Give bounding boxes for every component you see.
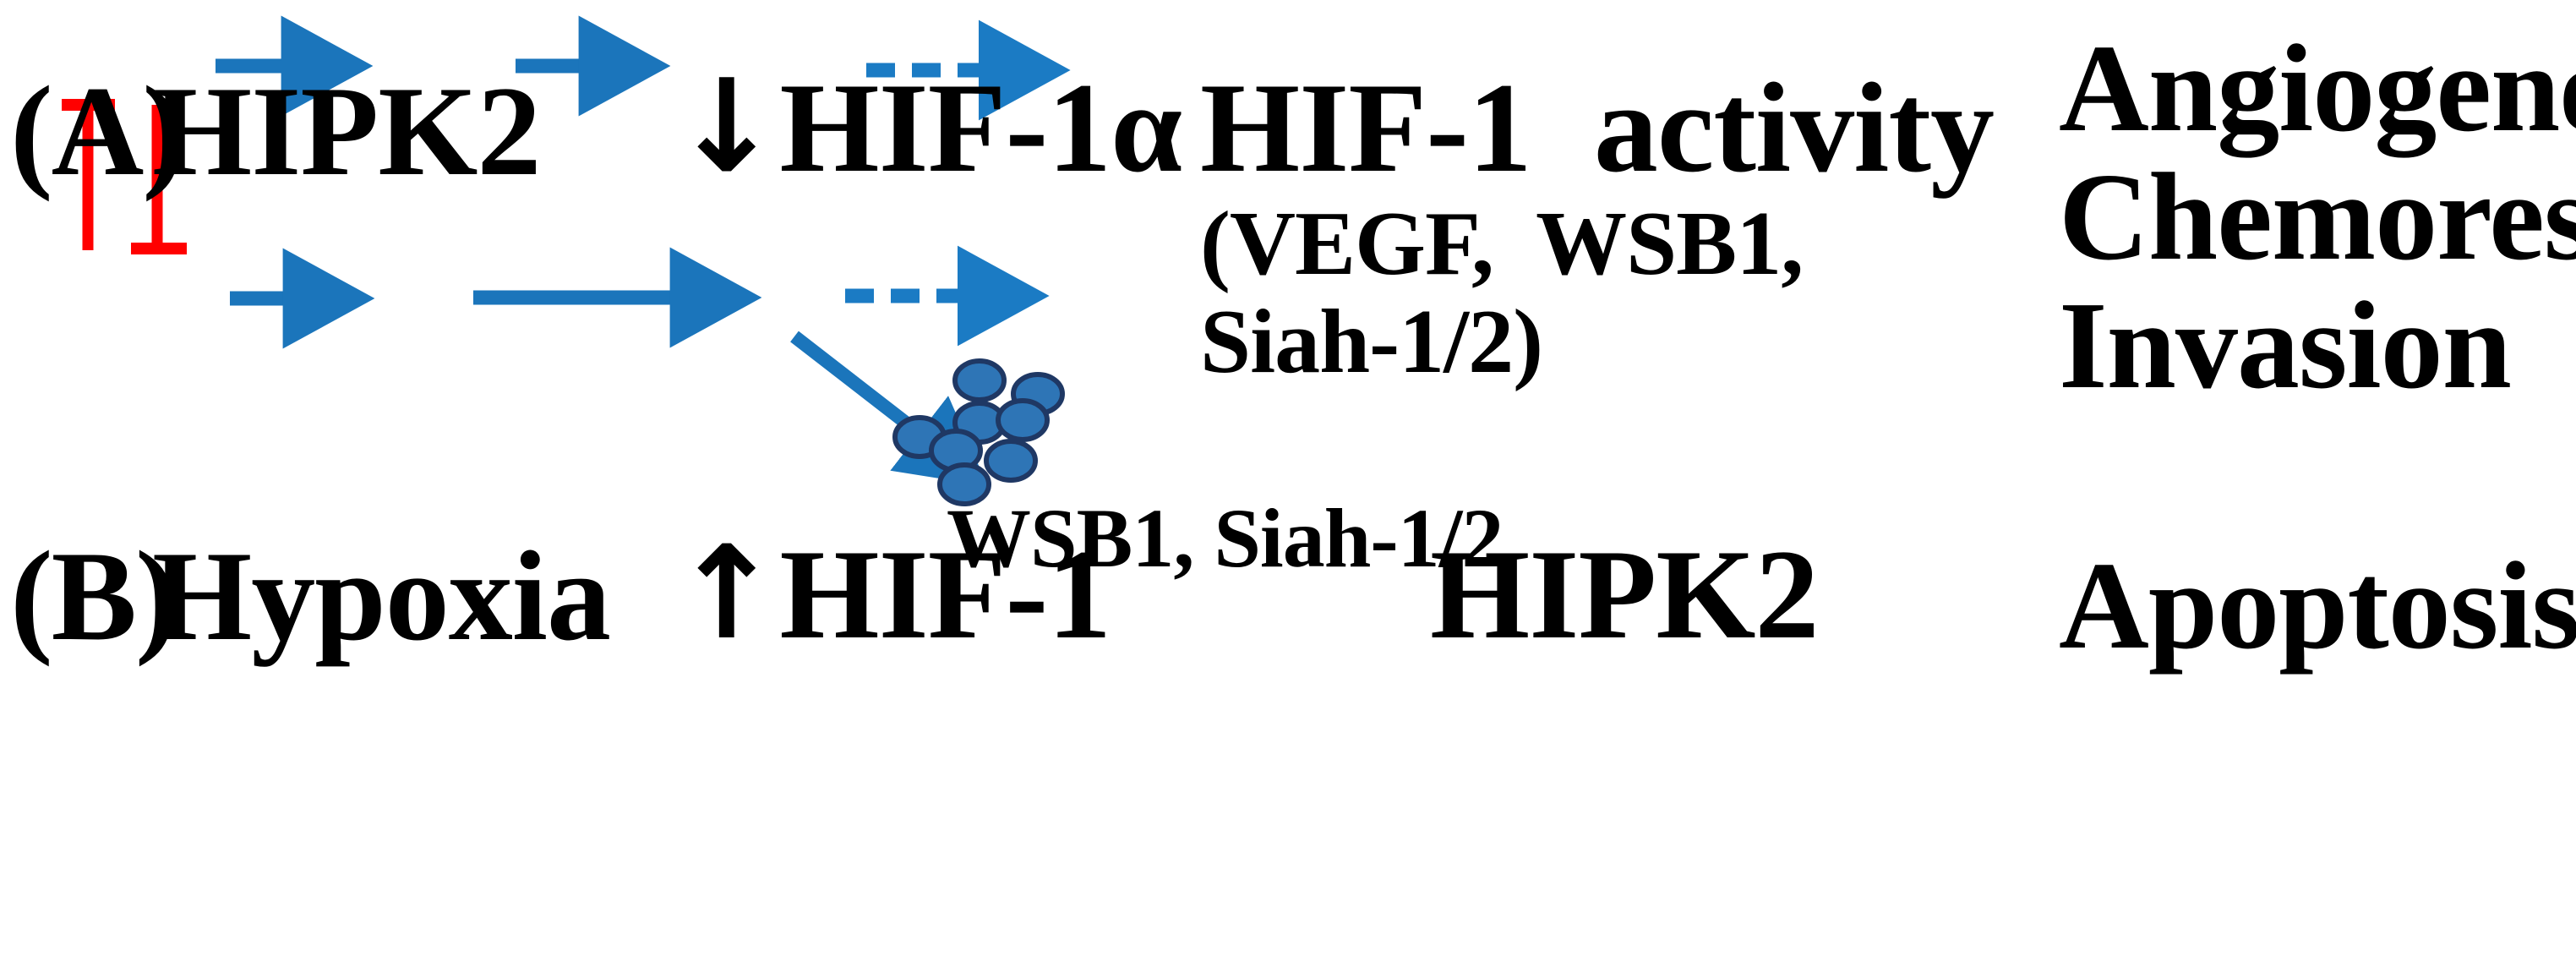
- panel-a-label: (A): [10, 61, 185, 203]
- up-arrow-icon: ↑: [673, 517, 780, 668]
- node-hif1-targets-line1: (VEGF, WSB1,: [1200, 193, 1804, 294]
- node-hif1-targets-line2: Siah-1/2): [1200, 291, 1543, 392]
- panel-b-label: (B): [10, 526, 178, 668]
- node-hipk2-a: HIPK2: [152, 61, 541, 203]
- node-hif1-b: ↑HIF-1: [673, 527, 1111, 662]
- outcome-chemoresistance: Chemoresistance: [2059, 149, 2576, 287]
- node-hif1alpha: ↓HIF-1α: [673, 60, 1182, 195]
- outcome-invasion: Invasion: [2059, 277, 2512, 416]
- node-hif1-activity: HIF-1 activity: [1200, 57, 1995, 200]
- outcome-angiogenesis: Angiogenesis: [2059, 20, 2576, 159]
- apoptotic-cell-cluster: [892, 358, 1065, 506]
- down-arrow-icon: ↓: [673, 51, 780, 201]
- node-hif1-b-label: HIF-1: [779, 524, 1111, 666]
- node-hipk2-b: HIPK2: [1430, 524, 1819, 666]
- arrow-hipk2-to-cells: [790, 331, 988, 487]
- edge-label-wsb1-siah: WSB1, Siah-1/2: [947, 490, 1504, 585]
- outcome-apoptosis: Apoptosis: [2059, 538, 2576, 676]
- node-hif1alpha-label: HIF-1α: [779, 57, 1182, 200]
- node-hypoxia: Hypoxia: [152, 526, 611, 668]
